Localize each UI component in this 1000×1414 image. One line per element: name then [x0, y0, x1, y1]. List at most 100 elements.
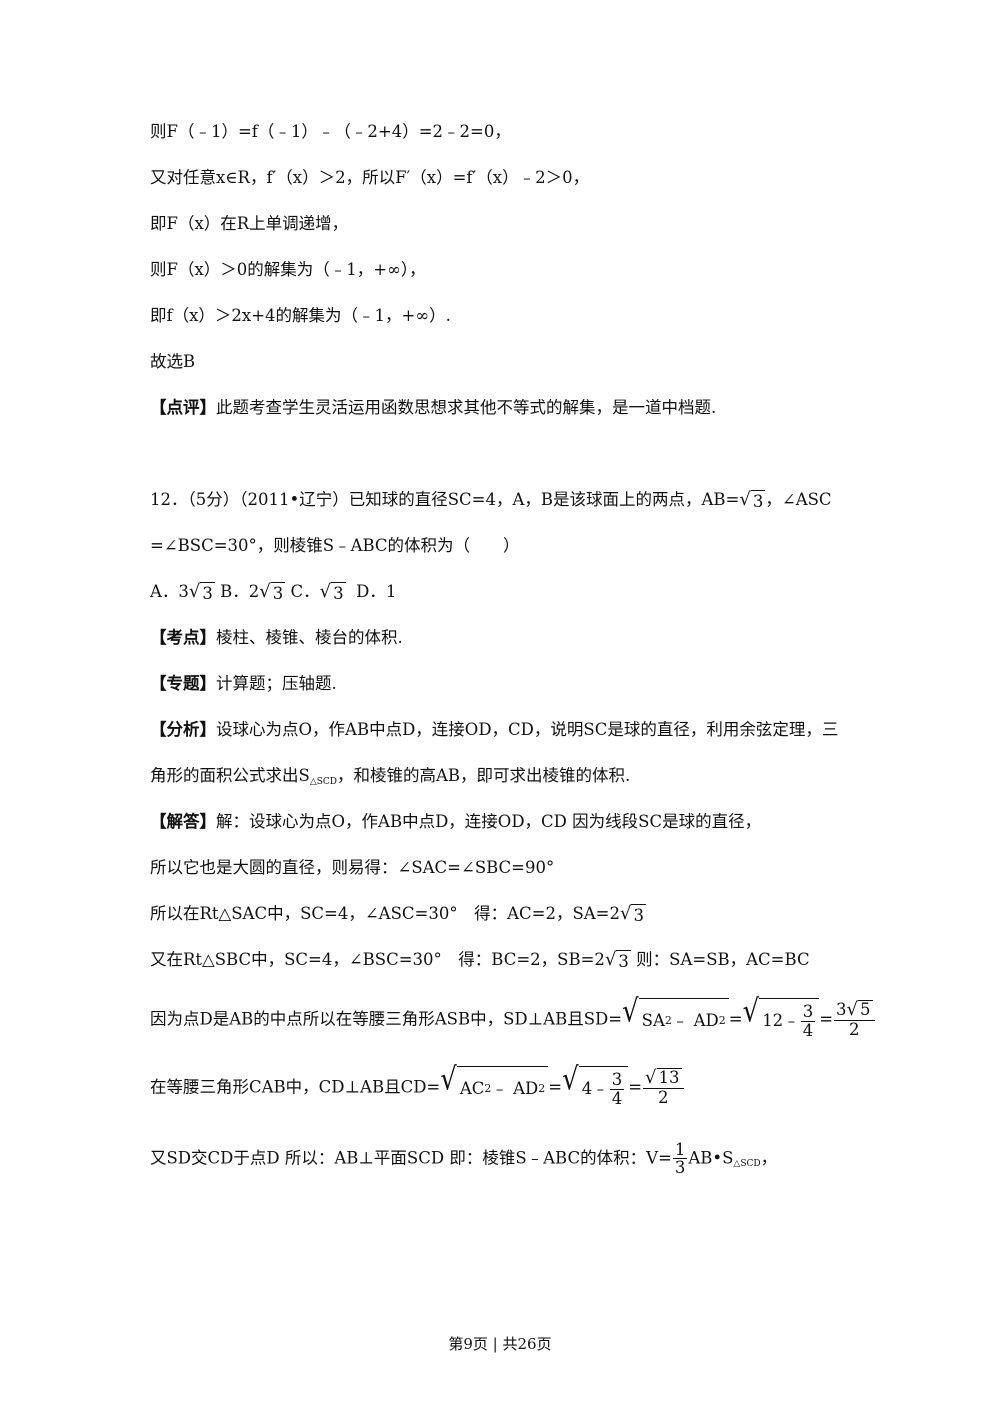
comment-text: 此题考查学生灵活运用函数思想求其他不等式的解集，是一道中档题. — [216, 398, 717, 417]
denominator: 4 — [802, 1020, 814, 1040]
solution-text: AB•S — [688, 1148, 734, 1168]
option-label: B．2 — [220, 582, 260, 601]
subscript: △SCD — [309, 777, 338, 787]
denominator: 2 — [658, 1088, 669, 1108]
radicand: 3 — [631, 904, 646, 925]
fenxi-text: 角形的面积公式求出S — [150, 766, 310, 785]
numerator: 3 — [609, 1070, 625, 1090]
option-b: B．2√3 — [220, 582, 286, 603]
exponent: 2 — [538, 1082, 546, 1095]
radicand: 3 — [750, 490, 766, 511]
question-12-line-2: =∠BSC=30°，则棱锥S﹣ABC的体积为（ ） — [150, 536, 520, 555]
radicand: 3 — [616, 950, 631, 971]
fenxi-tag: 【分析】 — [150, 720, 216, 739]
question-12-line-1: 12．（5分）（2011•辽宁）已知球的直径SC=4，A，B是该球面上的两点，A… — [150, 489, 832, 513]
option-c: C．√3 — [290, 582, 346, 603]
text-line: 即F（x）在R上单调递增， — [150, 214, 349, 233]
option-label: A．3 — [150, 582, 189, 601]
sqrt-3: √3 — [739, 489, 766, 511]
exponent: 2 — [664, 1014, 672, 1027]
option-label: C． — [290, 582, 320, 601]
solution-line: 所以它也是大圆的直径，则易得：∠SAC=∠SBC=90° — [150, 858, 555, 877]
radicand: 3 — [270, 582, 286, 603]
radicand: 5 — [858, 1000, 873, 1020]
fenxi-line-2: 角形的面积公式求出S△SCD，和棱锥的高AB，即可求出棱锥的体积. — [150, 765, 630, 793]
option-a: A．3√3 — [150, 582, 215, 603]
kaodian-text: 棱柱、棱锥、棱台的体积. — [216, 628, 403, 647]
sqrt-3: √3 — [259, 581, 286, 603]
question-text: 12．（5分）（2011•辽宁）已知球的直径SC=4，A，B是该球面上的两点，A… — [150, 490, 740, 509]
page-footer: 第9页 | 共26页 — [448, 1335, 552, 1353]
term: SA — [641, 1011, 665, 1030]
numerator: 1 — [672, 1139, 688, 1159]
term: 12﹣ — [762, 1011, 800, 1030]
jieda-line: 【解答】解：设球心为点O，作AB中点D，连接OD，CD 因为线段SC是球的直径， — [150, 811, 761, 833]
text-line: 又对任意x∈R，f′（x）＞2，所以F′（x）=f′（x）﹣2＞0， — [150, 168, 590, 187]
denominator: 2 — [849, 1020, 860, 1040]
equals: = — [728, 1009, 743, 1029]
solution-text: 因为点D是AB的中点所以在等腰三角形ASB中，SD⊥AB且SD= — [150, 1009, 623, 1029]
solution-text: 在等腰三角形CAB中，CD⊥AB且CD= — [150, 1077, 441, 1097]
subscript: △SCD — [733, 1159, 761, 1169]
sqrt-13: √13 — [645, 1067, 682, 1089]
fenxi-text: ，和棱锥的高AB，即可求出棱锥的体积. — [337, 766, 631, 785]
kaodian-line: 【考点】棱柱、棱锥、棱台的体积. — [150, 627, 403, 649]
denominator: 4 — [611, 1088, 623, 1108]
solution-line: 又在Rt△SBC中，SC=4，∠BSC=30° 得：BC=2，SB=2√3 则：… — [150, 949, 810, 973]
exponent: 2 — [484, 1082, 492, 1095]
comment-tag: 【点评】 — [150, 398, 216, 417]
jieda-text: 解：设球心为点O，作AB中点D，连接OD，CD 因为线段SC是球的直径， — [216, 812, 762, 831]
term: AC — [459, 1079, 485, 1098]
equals: = — [548, 1077, 563, 1097]
coefficient: 3 — [836, 1000, 847, 1020]
zhuanti-line: 【专题】计算题；压轴题. — [150, 673, 337, 695]
jieda-tag: 【解答】 — [150, 812, 216, 831]
sqrt-3: √3 — [188, 581, 215, 603]
solution-text: 所以在Rt△SAC中，SC=4，∠ASC=30° 得：AC=2，SA=2 — [150, 904, 620, 923]
denominator: 3 — [674, 1158, 686, 1177]
text-line: 故选B — [150, 352, 196, 371]
radicand: 13 — [656, 1068, 682, 1088]
options-line: A．3√3 B．2√3 C．√3 D．1 — [150, 581, 396, 605]
fenxi-line-1: 【分析】设球心为点O，作AB中点D，连接OD，CD，说明SC是球的直径，利用余弦… — [150, 719, 838, 741]
solution-line: 所以在Rt△SAC中，SC=4，∠ASC=30° 得：AC=2，SA=2√3 — [150, 903, 646, 927]
solution-text: 又SD交CD于点D 所以：AB⊥平面SCD 即：棱锥S﹣ABC的体积：V= — [150, 1148, 672, 1168]
sqrt-3: √3 — [319, 581, 346, 603]
sqrt-3: √3 — [619, 903, 646, 925]
solution-text: 又在Rt△SBC中，SC=4，∠BSC=30° 得：BC=2，SB=2 — [150, 950, 605, 969]
equals: = — [628, 1077, 643, 1097]
question-text: ，∠ASC — [765, 490, 832, 509]
solution-text: 则：SA=SB，AC=BC — [636, 950, 810, 969]
radicand: 3 — [200, 582, 215, 603]
zhuanti-tag: 【专题】 — [150, 674, 216, 693]
term: ﹣ AD — [671, 1011, 719, 1030]
option-d: D．1 — [356, 582, 397, 601]
fenxi-text: 设球心为点O，作AB中点D，连接OD，CD，说明SC是球的直径，利用余弦定理，三 — [216, 720, 839, 739]
comment-line: 【点评】此题考查学生灵活运用函数思想求其他不等式的解集，是一道中档题. — [150, 397, 716, 419]
text-line: 则F（﹣1）=f（﹣1）﹣（﹣2+4）=2﹣2=0， — [150, 122, 511, 141]
kaodian-tag: 【考点】 — [150, 628, 216, 647]
numerator: 3 — [800, 1002, 816, 1022]
term: ﹣ AD — [491, 1079, 539, 1098]
sqrt-5: √5 — [846, 999, 873, 1021]
text-line: 即f（x）＞2x+4的解集为（﹣1，+∞）. — [150, 306, 451, 325]
zhuanti-text: 计算题；压轴题. — [216, 674, 337, 693]
radicand: 3 — [331, 582, 346, 603]
text-line: 则F（x）＞0的解集为（﹣1，+∞）， — [150, 260, 426, 279]
term: 4﹣ — [581, 1079, 609, 1098]
sqrt-3: √3 — [604, 949, 631, 971]
exponent: 2 — [718, 1014, 726, 1027]
equals: = — [819, 1009, 834, 1029]
solution-text: ， — [760, 1148, 778, 1168]
